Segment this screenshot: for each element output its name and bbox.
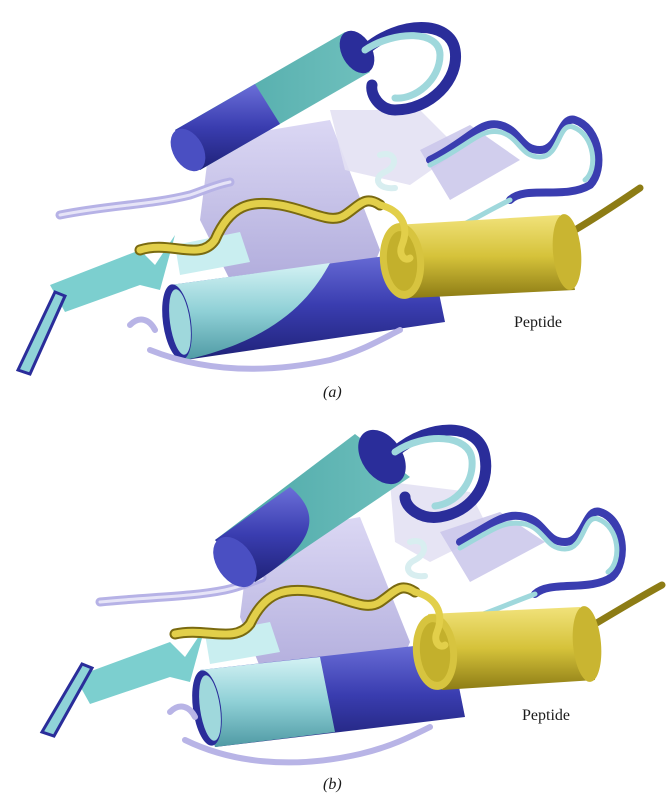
protein-structure-a (0, 0, 666, 402)
peptide-label: Peptide (514, 314, 562, 332)
panel-label-b: (b) (323, 776, 342, 794)
peptide-label: Peptide (522, 707, 570, 725)
protein-structure-b (0, 402, 666, 804)
panel-b: Peptide (b) (0, 402, 666, 804)
panel-a: Peptide (a) (0, 0, 666, 402)
panel-label-a: (a) (323, 384, 342, 402)
peptide-helix (377, 205, 584, 301)
